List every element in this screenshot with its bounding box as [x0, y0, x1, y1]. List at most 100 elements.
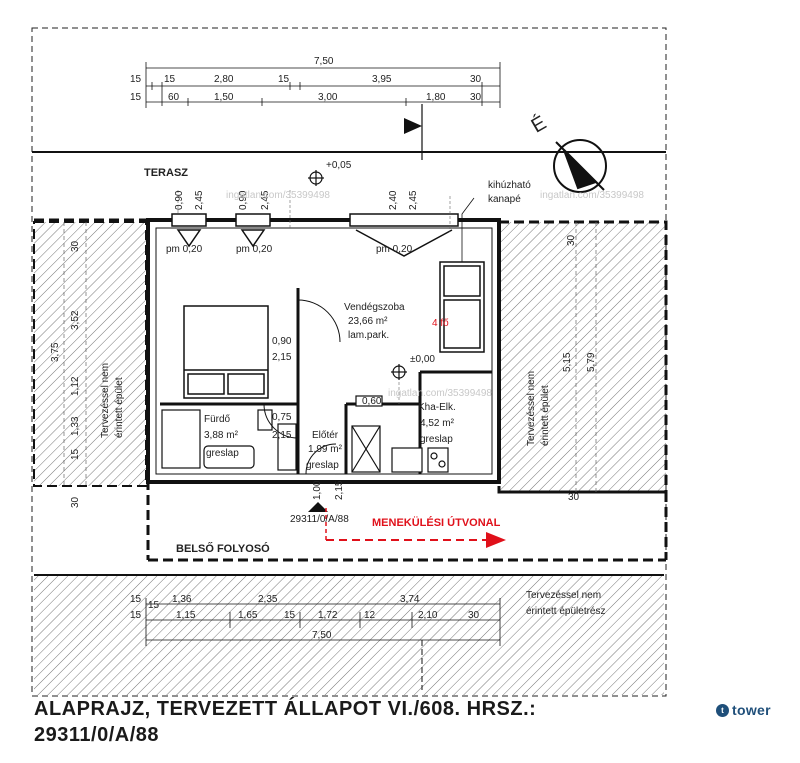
dimension-label: 15 — [148, 600, 160, 611]
dimension-label: 3,00 — [318, 92, 338, 103]
dimension-label: 30 — [568, 492, 580, 503]
room-hall-floor: greslap — [306, 460, 339, 471]
sill-label-1: pm 0,20 — [166, 244, 203, 255]
dimension-label: 3,75 — [50, 342, 61, 362]
dimension-label: 3,52 — [70, 310, 81, 330]
tower-logo: t tower — [716, 702, 771, 718]
dim-overall-top: 7,50 — [314, 56, 334, 67]
dimension-label: 15 — [130, 610, 142, 621]
dimension-label: 0,90 — [174, 190, 185, 210]
occupants: 4 fő — [432, 318, 449, 329]
dimension-label: 15 — [164, 74, 176, 85]
left-building-hatch — [33, 221, 147, 487]
floor-level: ±0,00 — [410, 354, 435, 365]
terrace-label: TERASZ — [144, 167, 188, 179]
doors — [263, 299, 341, 475]
dimension-label: 1,15 — [176, 610, 196, 621]
dimension-label: 2,35 — [258, 594, 278, 605]
site-boundary — [31, 27, 667, 697]
apartment-walls — [34, 218, 668, 562]
sill-label-3: pm 0,20 — [376, 244, 413, 255]
dimension-label: 60 — [168, 92, 180, 103]
room-kitchen-name: Kha-Elk. — [418, 402, 456, 413]
bottom-dimensions — [145, 598, 501, 646]
dimension-label: 1,36 — [172, 594, 192, 605]
dimension-label: 30 — [470, 92, 482, 103]
left-building-label-1: Tervezéssel nem — [100, 363, 111, 438]
room-hall-area: 1,99 m² — [308, 444, 343, 455]
dimension-label: 1,12 — [70, 376, 81, 396]
dimension-label: 0,90 — [272, 336, 292, 347]
watermark-3: ingatlan.com/35399498 — [388, 388, 492, 399]
room-guest-name: Vendégszoba — [344, 302, 405, 313]
dimension-label: 3,74 — [400, 594, 420, 605]
dimension-label: 1,72 — [318, 610, 338, 621]
north-label: É — [527, 111, 550, 138]
room-kitchen-floor: greslap — [420, 434, 453, 445]
corridor-label: BELSŐ FOLYOSÓ — [176, 542, 270, 555]
dimension-label: 2,45 — [408, 190, 419, 210]
dimension-label: 1,00 — [312, 480, 323, 500]
terrace-windows — [171, 213, 459, 257]
dimension-label: 1,80 — [426, 92, 446, 103]
tower-logo-word: tower — [732, 702, 771, 718]
dimension-label: 2,15 — [334, 480, 345, 500]
escape-route-label: MENEKÜLÉSI ÚTVONAL — [372, 516, 501, 529]
dimension-label: 30 — [470, 74, 482, 85]
level-markers — [308, 170, 407, 380]
right-dimensions — [575, 222, 597, 492]
left-dimensions — [63, 222, 87, 486]
dimension-label: 2,40 — [388, 190, 399, 210]
dimension-label: 15 — [278, 74, 290, 85]
dimension-label: 5,15 — [562, 352, 573, 372]
dimension-label: 2,80 — [214, 74, 234, 85]
north-arrow — [553, 139, 607, 193]
dim-overall-bottom: 7,50 — [312, 630, 332, 641]
bathroom-fixtures — [161, 409, 297, 471]
right-building-label-2: érintett épület — [540, 385, 551, 446]
dimension-label: 1,33 — [70, 416, 81, 436]
top-dimensions — [145, 62, 501, 108]
dimension-label: 15 — [284, 610, 296, 621]
plan-title-line-1: ALAPRAJZ, TERVEZETT ÁLLAPOT VI./608. HRS… — [34, 698, 537, 720]
kitchen-cabinet-dim: 0,60 — [362, 396, 382, 407]
dimension-label: 2,15 — [272, 430, 292, 441]
room-hall-name: Előtér — [312, 430, 339, 441]
dimension-label: 0,90 — [238, 190, 249, 210]
unit-id-label: 29311/0/A/88 — [290, 514, 349, 525]
bottom-building-label-2: érintett épületrész — [526, 606, 606, 617]
dimension-label: 1,50 — [214, 92, 234, 103]
dimension-label: 30 — [566, 234, 577, 246]
room-kitchen-area: 4,52 m² — [420, 418, 455, 429]
dimension-label: 3,95 — [372, 74, 392, 85]
bed — [183, 305, 269, 399]
terrace-level: +0,05 — [326, 160, 352, 171]
dimension-label: 5,79 — [586, 352, 597, 372]
dimension-label: 15 — [130, 74, 142, 85]
right-building-label-1: Tervezéssel nem — [526, 371, 537, 446]
room-bath-floor: greslap — [206, 448, 239, 459]
pullout-sofa — [439, 261, 485, 353]
entry-marker — [308, 502, 328, 512]
room-bath-area: 3,88 m² — [204, 430, 239, 441]
dimension-label: 30 — [468, 610, 480, 621]
tower-logo-icon: t — [716, 703, 729, 717]
dimension-label: 15 — [70, 448, 81, 460]
sofa-label-2: kanapé — [488, 194, 521, 205]
room-bath-name: Fürdő — [204, 414, 231, 425]
dimension-label: 2,45 — [194, 190, 205, 210]
dimension-label: 15 — [130, 92, 142, 103]
bottom-building-label-1: Tervezéssel nem — [526, 590, 601, 601]
kitchen-units — [355, 395, 449, 473]
dimension-label: 0,75 — [272, 412, 292, 423]
hall-wardrobe — [351, 425, 381, 473]
dimension-label: 2,10 — [418, 610, 438, 621]
room-guest-floor: lam.park. — [348, 330, 389, 341]
watermark-2: ingatlan.com/35399498 — [540, 190, 644, 201]
right-building-hatch — [497, 220, 668, 494]
bottom-building-hatch — [34, 575, 664, 695]
watermark-1: ingatlan.com/35399498 — [226, 190, 330, 201]
plan-title-line-2: 29311/0/A/88 — [34, 724, 159, 746]
dimension-label: 15 — [130, 594, 142, 605]
sill-label-2: pm 0,20 — [236, 244, 273, 255]
